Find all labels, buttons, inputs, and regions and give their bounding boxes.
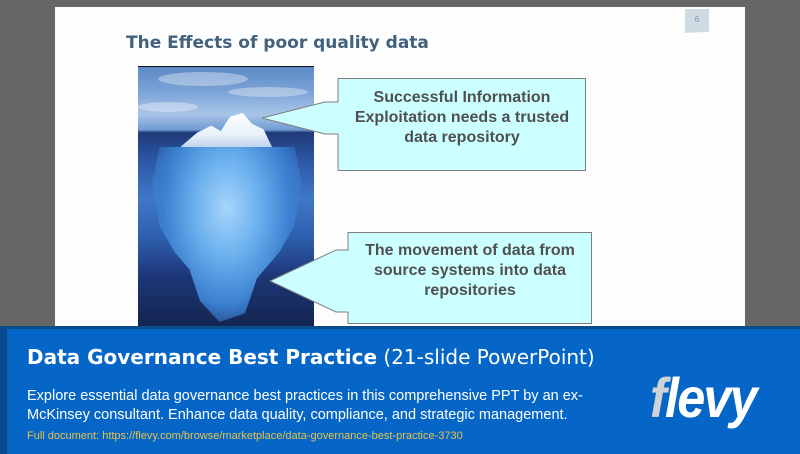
banner-description: Explore essential data governance best p… <box>27 388 583 423</box>
callout-arrow-shape <box>261 78 586 171</box>
page-number-badge: 6 <box>685 9 709 33</box>
callout-line: source systems into data <box>373 262 567 279</box>
iceberg-tip <box>178 113 273 149</box>
promo-banner: Data Governance Best Practice (21-slide … <box>0 326 800 454</box>
logo-f: f <box>650 366 667 429</box>
callout-line: Successful Information <box>373 89 551 106</box>
full-document-link[interactable]: Full document: https://flevy.com/browse/… <box>27 430 463 442</box>
callout-line: data repository <box>404 129 520 146</box>
callout-line: Exploitation needs a trusted <box>354 109 570 126</box>
cloud-shape <box>158 72 248 86</box>
callout-line: The movement of data from <box>365 242 575 259</box>
callout-data-movement: The movement of data from source systems… <box>268 232 592 324</box>
cloud-shape <box>138 102 198 112</box>
callout-arrow-shape <box>268 232 592 324</box>
banner-title: Data Governance Best Practice (21-slide … <box>27 345 595 369</box>
banner-title-bold: Data Governance Best Practice <box>27 345 378 369</box>
logo-rest: levy <box>664 366 758 429</box>
iceberg-image <box>138 66 314 329</box>
flevy-logo[interactable]: flevy <box>650 365 758 430</box>
callout-line: repositories <box>424 282 516 299</box>
slide: The Effects of poor quality data 6 Succe… <box>55 7 745 337</box>
banner-edge <box>0 329 7 454</box>
slide-title: The Effects of poor quality data <box>126 33 429 53</box>
callout-trusted-repository: Successful Information Exploitation need… <box>261 78 586 171</box>
banner-title-light: (21-slide PowerPoint) <box>383 345 595 369</box>
cloud-shape <box>228 87 308 97</box>
